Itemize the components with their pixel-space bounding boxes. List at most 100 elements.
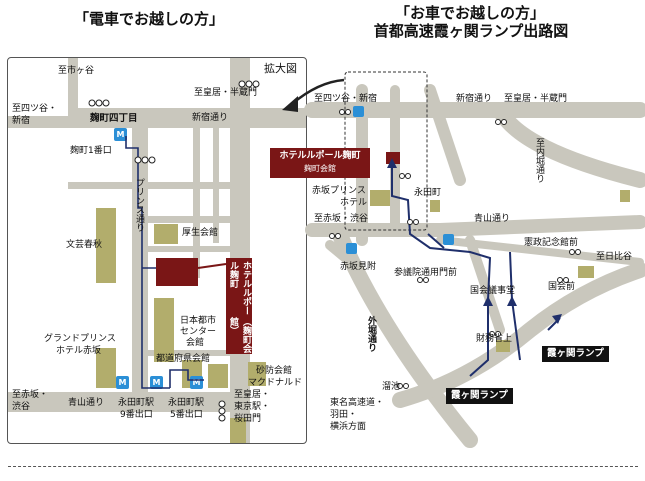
lbl-grand-prince-2: ホテル赤坂	[56, 346, 102, 356]
car-route-3	[427, 233, 445, 249]
rm-lbl-shi-yotsuya: 至四ツ谷・新宿	[314, 94, 378, 104]
rm-subway-2	[443, 234, 454, 245]
road-nakaoka	[465, 235, 505, 335]
rm-lbl-shi-tomei-3: 横浜方面	[330, 422, 367, 432]
route-arrow-2	[483, 296, 493, 306]
lbl-nihon-toshi-2: センター	[180, 327, 217, 337]
south-building	[230, 418, 246, 443]
rm-lbl-kensei: 憲政記念館前	[524, 238, 579, 248]
walk-route-line	[125, 136, 204, 389]
rm-bldg-5	[496, 340, 510, 352]
bungei-building	[96, 208, 116, 283]
hotel-sign-leader	[197, 263, 227, 269]
zoom-area-box	[344, 71, 428, 231]
sabo-building	[208, 364, 228, 388]
road-expressway	[392, 262, 645, 408]
traffic-signal-2	[134, 156, 156, 164]
lbl-zoom: 拡大図	[264, 62, 297, 75]
nihon-toshi-building	[154, 298, 174, 362]
lbl-shi-ichigaya: 至市ヶ谷	[58, 66, 95, 76]
lbl-grand-prince-1: グランドプリンス	[44, 334, 116, 344]
kojimachi-vertical-road	[68, 58, 78, 128]
lbl-nihon-toshi-1: 日本都市	[180, 316, 217, 326]
rm-hotel-sub: 麹町会館	[304, 164, 336, 173]
hotel-vertical-sign: ホテルルポール麹町（麹町会館）	[226, 258, 252, 354]
lbl-nagata9-1: 永田町駅	[118, 398, 155, 408]
lbl-bungei: 文芸春秋	[66, 240, 103, 250]
traffic-signal-1	[88, 99, 110, 107]
mid-vertical-road-1	[193, 128, 200, 278]
rm-bldg-4	[578, 266, 594, 278]
rm-lbl-tameike: 溜池	[382, 382, 401, 392]
lbl-nagata5-1: 永田町駅	[168, 398, 205, 408]
rm-ramp-label-2: 霞ヶ関ランプ	[446, 388, 513, 404]
rm-lbl-shi-tomei-2: 羽田・	[330, 410, 358, 420]
rm-lbl-shi-kokyo: 至皇居・半蔵門	[504, 94, 568, 104]
zoom-route-overlay	[88, 80, 260, 422]
cross-road-4	[148, 350, 238, 356]
rm-lbl-shi-tomei-1: 東名高速道・	[330, 398, 385, 408]
rm-lbl-kokkai-gijido: 国会議事堂	[470, 286, 516, 296]
lbl-dohuken: 都道府県会館	[156, 354, 211, 364]
road-uchibori	[492, 102, 645, 188]
traffic-signal-4	[238, 80, 260, 88]
car-header-line2: 首都高速霞ヶ関ランプ出路図	[373, 22, 569, 40]
lbl-kojimachi4: 麹町四丁目	[90, 113, 138, 124]
rm-lbl-aoyama: 青山通り	[474, 214, 511, 224]
cross-road-2	[148, 216, 238, 223]
lbl-aoyama: 青山通り	[68, 398, 105, 408]
rm-hotel-name: ホテルルポール麹町	[279, 151, 361, 161]
lbl-kojimachi1-exit: 麹町1番口	[70, 146, 112, 156]
traffic-signal-3	[218, 400, 226, 422]
lbl-shi-yotsuya-1: 至四ツ谷・	[12, 104, 58, 114]
grand-prince-building	[96, 348, 116, 388]
kotei-building	[248, 362, 266, 386]
rm-lbl-shi-hibiya: 至日比谷	[596, 252, 633, 262]
zoom-map-panel: ホテルルポール麹町（麹町会館） M M M M 至市ヶ谷 拡大図 至皇居・半蔵門…	[7, 57, 307, 444]
kosei-building	[154, 224, 178, 244]
road-kokkai	[436, 236, 644, 266]
rm-lbl-zaimusho: 財務省上	[476, 334, 513, 344]
road-top-vertical	[424, 84, 466, 186]
rm-lbl-sotobori: 外堀通り	[366, 316, 376, 352]
lbl-kosei: 厚生会館	[182, 228, 219, 238]
hotel-block	[156, 258, 198, 286]
car-route-main	[391, 164, 492, 377]
cross-road-3	[148, 246, 238, 252]
rm-lbl-akasaka-mitsuke: 赤坂見附	[340, 262, 377, 272]
lbl-shi-yotsuya-2: 新宿	[12, 116, 31, 126]
aoyama-dori-road	[8, 392, 238, 412]
lbl-nagata9-2: 9番出口	[120, 410, 153, 420]
subway-icon-nagata2: M	[150, 376, 163, 389]
lbl-nihon-toshi-3: 会館	[186, 338, 205, 348]
train-header: 「電車でお越しの方」	[73, 10, 224, 28]
lbl-shi-kokyo: 至皇居・半蔵門	[194, 88, 258, 98]
rm-lbl-nagatacho: 永田町	[414, 188, 442, 198]
rm-bldg-3	[430, 200, 440, 212]
lbl-sabo: 砂防会館	[256, 366, 293, 376]
hotel-vertical-name: ホテルルポール麹町	[228, 261, 251, 315]
rm-lbl-akasaka-prince-2: ホテル	[340, 198, 368, 208]
hotel-vertical-sub: （麹町会館）	[228, 316, 251, 353]
rm-hotel-sign: ホテルルポール麹町 麹町会館	[270, 148, 370, 178]
lbl-shi-akasaka-2: 渋谷	[12, 402, 31, 412]
lbl-shinjuku-dori: 新宿通り	[192, 113, 229, 123]
upper-left-road	[8, 116, 70, 128]
rm-subway-3	[346, 243, 357, 254]
footer-divider	[8, 466, 638, 467]
rm-bldg-1	[370, 190, 390, 206]
rm-lbl-kokkai-mae: 国会前	[548, 282, 576, 292]
rm-lbl-uchibori: 至内堀通り	[534, 138, 544, 183]
rm-subway-1	[353, 106, 364, 117]
lbl-shi-akasaka-1: 至赤坂・	[12, 390, 49, 400]
lbl-mcd: マクドナルド	[248, 378, 303, 388]
rm-bldg-2	[620, 190, 630, 202]
route-arrow-1	[387, 158, 397, 168]
lbl-shi-tokyo-3: 桜田門	[234, 414, 262, 424]
rm-signals	[329, 109, 581, 389]
prince-dori-road	[132, 128, 148, 398]
subway-icon-kojimachi4: M	[114, 128, 127, 141]
rm-hotel-marker	[386, 152, 400, 164]
lbl-shi-tokyo-1: 至皇居・	[234, 390, 271, 400]
